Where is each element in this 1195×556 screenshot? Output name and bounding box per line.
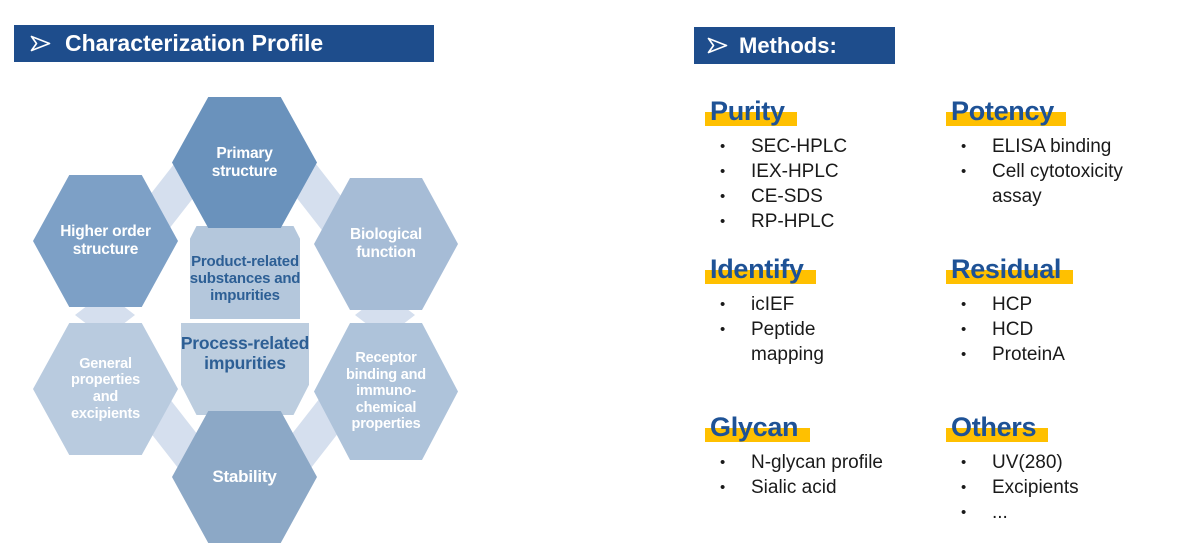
bullet-icon: • [720,479,726,497]
bullet-icon: • [961,479,967,497]
bullet-icon: • [720,296,726,314]
hexagon-label: General properties and excipients [71,355,140,422]
section-heading-text: Residual [951,254,1062,284]
hexagon-process-related-impurities: Process-related impurities [180,323,310,415]
list-item: • Sialic acid [710,475,940,500]
method-list: • HCP • HCD • ProteinA [951,292,1181,367]
bullet-icon: • [720,188,726,206]
list-item: • CE-SDS [710,184,940,209]
section-heading: Identify [705,254,816,285]
bullet-icon: • [961,296,967,314]
section-heading-text: Identify [710,254,804,284]
list-item-text: RP-HPLC [751,211,835,233]
arrow-bullet-icon [707,37,728,54]
list-item-text: ELISA binding [992,136,1112,158]
hexagon-higher-order-structure: Higher order structure [33,175,178,307]
hexagon-center: Product-related substances and impuritie… [148,226,342,415]
characterization-hexagon-diagram: Product-related substances and impuritie… [0,70,490,556]
method-section-identify: Identify • icIEF • Peptide mapping [705,254,940,367]
bullet-icon: • [961,454,967,472]
list-item: • IEX-HPLC [710,159,940,184]
hexagon-biological-function: Biological function [314,178,458,310]
method-list: • SEC-HPLC • IEX-HPLC • CE-SDS • RP-HPLC [710,134,940,234]
list-item: • icIEF [710,292,940,317]
bullet-icon: • [961,138,967,156]
method-list: • N-glycan profile • Sialic acid [710,450,940,500]
method-section-others: Others • UV(280) • Excipients •... [946,412,1181,525]
bullet-icon: • [961,163,967,181]
list-item: • UV(280) [951,450,1181,475]
hexagon-product-related-substances: Product-related substances and impuritie… [189,226,301,319]
list-item-text: icIEF [751,294,795,316]
hexagon-label: Primary structure [211,144,278,180]
list-item-text: Cell cytotoxicity assay [992,161,1123,208]
list-item: •... [951,500,1181,525]
hexagon-label: Process-related impurities [180,333,310,373]
hexagon-receptor-binding: Receptor binding and immuno- chemical pr… [314,323,458,460]
hexagon-label: Receptor binding and immuno- chemical pr… [346,350,426,433]
list-item-text: ProteinA [992,344,1065,366]
bullet-icon: • [720,321,726,339]
list-item: • SEC-HPLC [710,134,940,159]
method-section-residual: Residual • HCP • HCD • ProteinA [946,254,1181,367]
section-heading-text: Potency [951,96,1054,126]
bullet-icon: • [961,321,967,339]
bullet-icon: • [720,163,726,181]
bullet-icon: • [961,504,967,522]
list-item-text: ... [992,502,1008,524]
section-heading: Residual [946,254,1074,285]
section-heading: Glycan [705,412,811,443]
bullet-icon: • [720,454,726,472]
method-list: • icIEF • Peptide mapping [710,292,940,367]
list-item-text: UV(280) [992,452,1063,474]
list-item-text: CE-SDS [751,186,823,208]
list-item: • HCP [951,292,1181,317]
list-item-text: SEC-HPLC [751,136,848,158]
method-list: • UV(280) • Excipients •... [951,450,1181,525]
list-item: • ELISA binding [951,134,1181,159]
hexagon-label: Stability [212,467,277,487]
list-item-text: HCD [992,319,1034,341]
list-item: • Peptide mapping [710,317,940,367]
list-item-text: Peptide mapping [751,319,824,366]
list-item-text: Excipients [992,477,1079,499]
method-list: • ELISA binding • Cell cytotoxicity assay [951,134,1181,209]
hexagon-label: Higher order structure [60,223,151,258]
section-heading: Purity [705,96,797,127]
section-heading: Others [946,412,1049,443]
bullet-icon: • [720,138,726,156]
list-item-text: IEX-HPLC [751,161,839,183]
list-item: • Cell cytotoxicity assay [951,159,1181,209]
method-section-potency: Potency • ELISA binding • Cell cytotoxicit… [946,96,1181,209]
list-item: • RP-HPLC [710,209,940,234]
bullet-icon: • [720,213,726,231]
list-item-text: Sialic acid [751,477,837,499]
characterization-profile-title-bar: Characterization Profile [14,25,434,62]
section-heading-text: Others [951,412,1037,442]
method-section-purity: Purity • SEC-HPLC • IEX-HPLC • CE-SDS • RP-H… [705,96,940,234]
list-item-text: N-glycan profile [751,452,883,474]
list-item: • ProteinA [951,342,1181,367]
list-item: • N-glycan profile [710,450,940,475]
hexagon-primary-structure: Primary structure [172,97,317,228]
hexagon-general-properties: General properties and excipients [33,323,178,455]
hexagon-label: Product-related substances and impuritie… [189,252,301,305]
bullet-icon: • [961,346,967,364]
list-item: • Excipients [951,475,1181,500]
arrow-bullet-icon [30,35,51,52]
list-item: • HCD [951,317,1181,342]
page-title: Characterization Profile [65,30,324,56]
methods-title: Methods: [739,32,837,58]
section-heading-text: Glycan [710,412,799,442]
method-section-glycan: Glycan • N-glycan profile • Sialic acid [705,412,940,500]
section-heading: Potency [946,96,1066,127]
methods-title-bar: Methods: [694,27,895,64]
list-item-text: HCP [992,294,1033,316]
section-heading-text: Purity [710,96,785,126]
hexagon-label: Biological function [349,226,423,261]
